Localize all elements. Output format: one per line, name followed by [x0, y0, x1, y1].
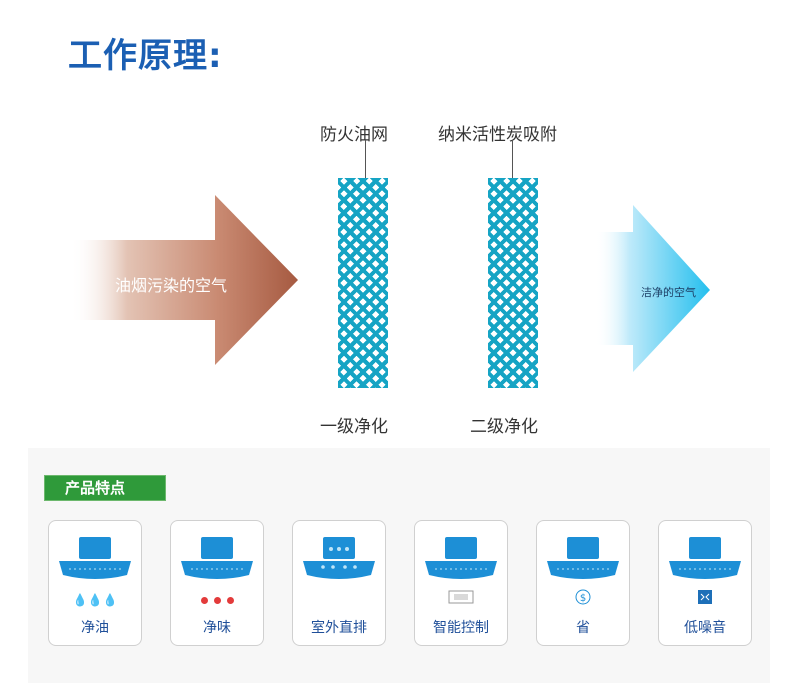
oil-drops-icon: 💧💧💧 — [72, 593, 118, 607]
feature-card-low-noise[interactable]: 低噪音 — [658, 520, 752, 646]
working-principle-diagram: 油烟污染的空气 洁净的空气 防火油网 一级净化 纳米活性炭吸附 二级净化 — [70, 125, 710, 437]
exhaust-holes-icon — [293, 589, 385, 605]
feature-label-oil: 净油 — [81, 620, 109, 636]
hood-icon — [669, 537, 741, 579]
filter-1-name: 防火油网 — [320, 125, 388, 145]
feature-card-odor[interactable]: 净味 — [170, 520, 264, 646]
hood-icon — [425, 537, 497, 579]
filter-1-leader-line — [365, 140, 366, 178]
polluted-air-label: 油烟污染的空气 — [115, 276, 228, 295]
hood-icon — [181, 537, 253, 579]
filter-2-leader-line — [512, 140, 513, 178]
diagram-arrows — [70, 195, 710, 372]
feature-card-exhaust[interactable]: 室外直排 — [292, 520, 386, 646]
filter-1-stage: 一级净化 — [320, 417, 388, 437]
features-badge: 产品特点 — [44, 475, 166, 501]
hood-icon — [303, 537, 375, 579]
feature-card-oil[interactable]: 💧💧💧 净油 — [48, 520, 142, 646]
feature-label-save: 省 — [576, 620, 590, 636]
polluted-air-arrow — [70, 195, 298, 365]
hood-icon — [59, 537, 131, 579]
feature-label-smart-control: 智能控制 — [433, 620, 489, 636]
clean-air-arrow — [595, 205, 710, 372]
filter-2-name: 纳米活性炭吸附 — [438, 125, 557, 145]
feature-label-exhaust: 室外直排 — [311, 620, 367, 636]
money-coin-icon: $ — [537, 589, 629, 605]
feature-label-odor: 净味 — [203, 620, 231, 636]
feature-label-low-noise: 低噪音 — [684, 620, 726, 636]
red-dots-icon — [171, 589, 263, 605]
feature-card-save[interactable]: $ 省 — [536, 520, 630, 646]
svg-text:$: $ — [580, 593, 586, 604]
hood-icon — [547, 537, 619, 579]
page-title: 工作原理: — [68, 36, 223, 76]
filter-2-stage: 二级净化 — [470, 417, 538, 437]
filter-1-mesh — [338, 178, 388, 388]
feature-card-smart-control[interactable]: 智能控制 — [414, 520, 508, 646]
clean-air-label: 洁净的空气 — [641, 286, 696, 299]
low-noise-icon — [659, 589, 751, 605]
filter-2-mesh — [488, 178, 538, 388]
control-panel-icon — [415, 589, 507, 605]
